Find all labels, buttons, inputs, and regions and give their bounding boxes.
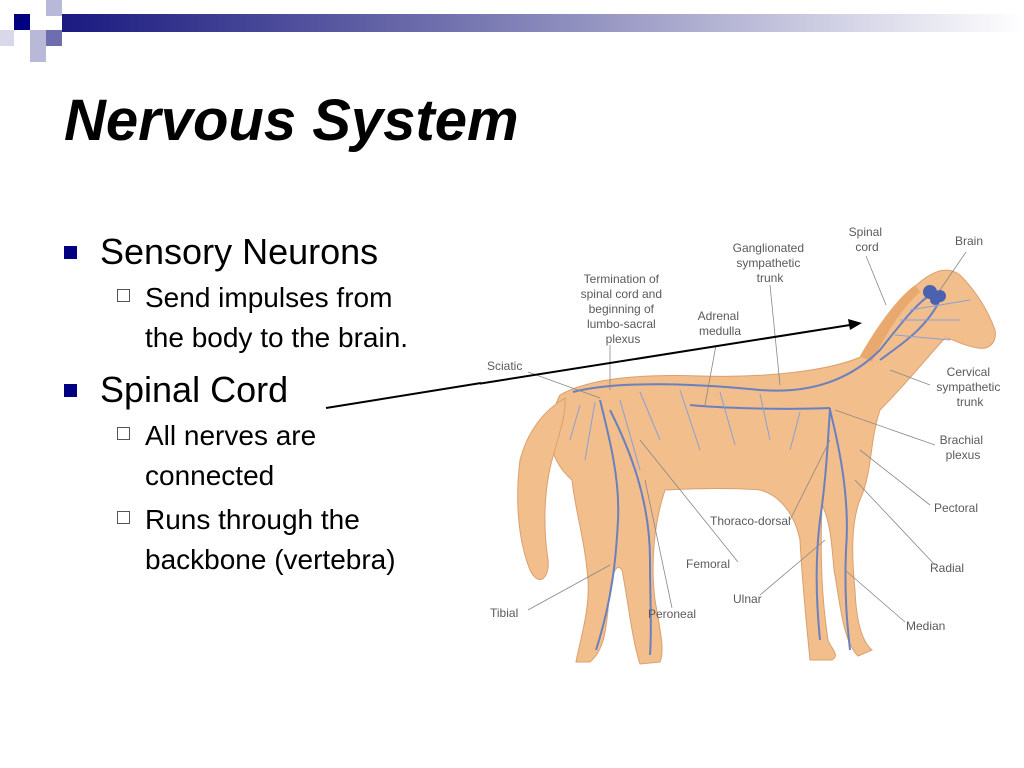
horse-nervous-system-diagram: Spinal cord Brain Ganglionated sympathet… [480, 225, 1003, 665]
square-bullet-icon [64, 246, 77, 259]
label-median: Median [906, 619, 945, 633]
bullet-text: Spinal Cord [100, 369, 289, 410]
sub-bullet-runs-through: Runs through the backbone (vertebra) [64, 500, 484, 580]
hollow-square-bullet-icon [117, 427, 130, 440]
nerve-branches [569, 299, 971, 471]
label-brachial-plexus: Brachial plexus [940, 433, 987, 462]
bullet-text: Sensory Neurons [100, 231, 379, 272]
label-leader-lines [527, 251, 967, 623]
label-adrenal-medulla: Adrenal medulla [698, 309, 743, 338]
hollow-square-bullet-icon [117, 511, 130, 524]
bullet-list: Sensory Neurons Send impulses from the b… [64, 230, 484, 580]
label-radial: Radial [930, 561, 964, 575]
sub-bullet-line: Send impulses from [145, 282, 393, 313]
label-femoral: Femoral [686, 557, 730, 571]
label-peroneal: Peroneal [648, 607, 696, 621]
label-ulnar: Ulnar [733, 592, 762, 606]
label-brain: Brain [955, 234, 983, 248]
horse-mane-illustration [860, 285, 920, 362]
sub-bullet-send-impulses: Send impulses from the body to the brain… [64, 278, 484, 358]
label-pectoral: Pectoral [934, 501, 978, 515]
horse-body-illustration [549, 269, 996, 665]
square-bullet-icon [64, 384, 77, 397]
label-spinal-cord: Spinal cord [849, 225, 886, 254]
label-thoraco-dorsal: Thoraco-dorsal [710, 514, 791, 528]
hollow-square-bullet-icon [117, 289, 130, 302]
bullet-sensory-neurons: Sensory Neurons [64, 230, 484, 274]
sub-bullet-line: connected [145, 460, 275, 491]
brain-illustration [923, 285, 946, 305]
bullet-spinal-cord: Spinal Cord [64, 368, 484, 412]
sub-bullet-line: Runs through the [145, 504, 360, 535]
sub-bullet-line: the body to the brain. [145, 322, 409, 353]
label-ganglionated-trunk: Ganglionated sympathetic trunk [733, 241, 808, 285]
slide-title: Nervous System [64, 88, 519, 153]
label-sciatic: Sciatic [487, 359, 522, 373]
pointer-arrow [480, 319, 862, 385]
sub-bullet-line: backbone (vertebra) [145, 544, 396, 575]
label-cervical-trunk: Cervical sympathetic trunk [936, 365, 1003, 409]
sub-bullet-line: All nerves are [145, 420, 317, 451]
title-decoration [0, 0, 1024, 62]
sub-bullet-all-nerves: All nerves are connected [64, 416, 484, 496]
label-termination: Termination of spinal cord and beginning… [581, 272, 666, 346]
nerve-network [572, 294, 941, 656]
label-tibial: Tibial [490, 606, 518, 620]
horse-tail-illustration [517, 397, 566, 581]
